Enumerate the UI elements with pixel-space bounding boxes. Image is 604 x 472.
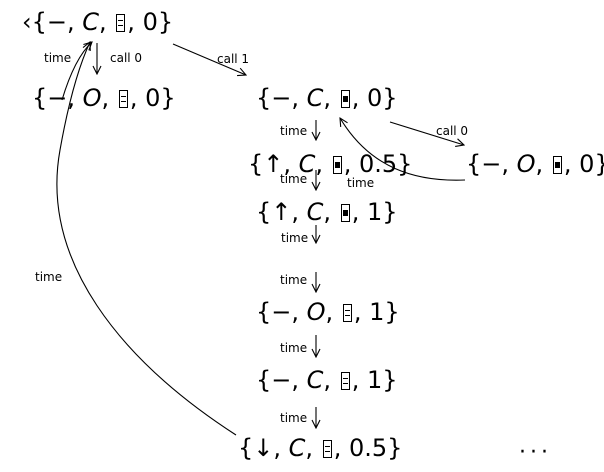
elevator-cell bbox=[342, 97, 348, 102]
elevator-icon bbox=[118, 90, 128, 108]
edge-label-time-s2-s4: time bbox=[280, 124, 308, 138]
elevator-icon bbox=[340, 90, 350, 108]
elevator-cell bbox=[118, 21, 124, 26]
elevator-icon bbox=[340, 372, 350, 390]
elevator-icon bbox=[322, 440, 332, 458]
state-node-s5: {↑, C, , 1} bbox=[256, 198, 398, 226]
edge-label-time-s4-s5: time bbox=[280, 172, 308, 186]
edge-s0-s2-call1 bbox=[172, 43, 246, 75]
state-direction: − bbox=[271, 366, 292, 394]
state-direction: − bbox=[481, 150, 502, 178]
elevator-cell bbox=[334, 163, 340, 168]
edge-label-time-s8-s0: time bbox=[35, 270, 63, 284]
state-direction: − bbox=[271, 298, 292, 326]
elevator-cell bbox=[118, 26, 123, 30]
elevator-cell bbox=[342, 206, 348, 211]
state-node-s0: ‹{−, C, , 0} bbox=[22, 8, 174, 36]
elevator-cell bbox=[120, 92, 126, 97]
edge-label-time-s3-s2: time bbox=[347, 176, 375, 190]
elevator-cell bbox=[342, 379, 348, 384]
elevator-cell bbox=[343, 102, 348, 106]
state-floor: 1 bbox=[366, 198, 383, 226]
elevator-icon bbox=[340, 204, 350, 222]
edge-label-call0-s2-s3: call 0 bbox=[436, 124, 469, 138]
state-door: O bbox=[516, 150, 536, 178]
continuation-ellipsis: ··· bbox=[519, 440, 552, 465]
edge-label-time-s1-s0: time bbox=[44, 51, 72, 65]
elevator-cell bbox=[345, 316, 350, 320]
state-floor: 0 bbox=[145, 84, 161, 112]
edge-label-call0-s0-s1: call 0 bbox=[110, 51, 143, 65]
state-direction: ↓ bbox=[253, 434, 274, 462]
elevator-cell bbox=[335, 168, 340, 172]
state-direction: ↑ bbox=[263, 150, 284, 178]
state-door: C bbox=[306, 84, 324, 112]
state-prefix: ‹ bbox=[22, 8, 32, 36]
elevator-cell bbox=[342, 211, 348, 216]
elevator-cell bbox=[324, 442, 330, 447]
elevator-cell bbox=[324, 447, 330, 452]
state-floor: 0 bbox=[142, 8, 158, 36]
state-door: C bbox=[288, 434, 306, 462]
state-direction: ↑ bbox=[271, 198, 292, 226]
state-floor: 0 bbox=[579, 150, 595, 178]
elevator-cell bbox=[342, 374, 348, 379]
state-direction: − bbox=[46, 8, 67, 36]
edge-s2-s3-call0 bbox=[389, 121, 464, 145]
elevator-cell bbox=[555, 168, 560, 172]
edge-s8-s0-time bbox=[56, 42, 237, 436]
elevator-cell bbox=[120, 97, 126, 102]
elevator-cell bbox=[343, 216, 348, 220]
elevator-cell bbox=[344, 311, 350, 316]
edge-label-time-s7-s8: time bbox=[280, 411, 308, 425]
state-node-s3: {−, O, , 0} bbox=[466, 150, 604, 178]
state-direction: − bbox=[47, 84, 68, 112]
edge-label-time-s5-s6: time bbox=[280, 273, 308, 287]
elevator-cell bbox=[554, 163, 560, 168]
elevator-cell bbox=[343, 384, 348, 388]
state-node-s2: {−, C, , 0} bbox=[256, 84, 398, 112]
elevator-icon bbox=[116, 14, 126, 32]
elevator-icon bbox=[552, 156, 562, 174]
state-node-s7: {−, C, , 1} bbox=[256, 366, 398, 394]
elevator-cell bbox=[325, 452, 330, 456]
elevator-cell bbox=[334, 158, 340, 163]
state-node-s4: {↑, C, , 0.5} bbox=[248, 150, 413, 178]
edge-label-call1-s0-s2: call 1 bbox=[217, 52, 250, 66]
state-node-s1: {−, O, , 0} bbox=[32, 84, 176, 112]
edge-label-time-s6-s7: time bbox=[280, 341, 308, 355]
state-door: C bbox=[298, 150, 316, 178]
state-door: O bbox=[82, 84, 102, 112]
elevator-cell bbox=[121, 102, 126, 106]
state-floor: 1 bbox=[369, 298, 385, 326]
state-floor: 0 bbox=[366, 84, 383, 112]
state-direction: − bbox=[271, 84, 292, 112]
state-floor: 0.5 bbox=[348, 434, 388, 462]
edge-s3-s2-time bbox=[340, 118, 466, 181]
state-floor: 1 bbox=[366, 366, 383, 394]
edge-label-time-s4b-s5: time bbox=[281, 231, 309, 245]
state-node-s8: {↓, C, , 0.5} bbox=[238, 434, 403, 462]
elevator-cell bbox=[344, 306, 350, 311]
elevator-icon bbox=[332, 156, 342, 174]
elevator-cell bbox=[342, 92, 348, 97]
state-door: O bbox=[306, 298, 326, 326]
elevator-cell bbox=[118, 16, 124, 21]
state-door: C bbox=[82, 8, 100, 36]
state-node-s6: {−, O, , 1} bbox=[256, 298, 400, 326]
elevator-icon bbox=[342, 304, 352, 322]
state-door: C bbox=[306, 198, 324, 226]
state-floor: 0.5 bbox=[358, 150, 398, 178]
elevator-cell bbox=[554, 158, 560, 163]
state-door: C bbox=[306, 366, 324, 394]
